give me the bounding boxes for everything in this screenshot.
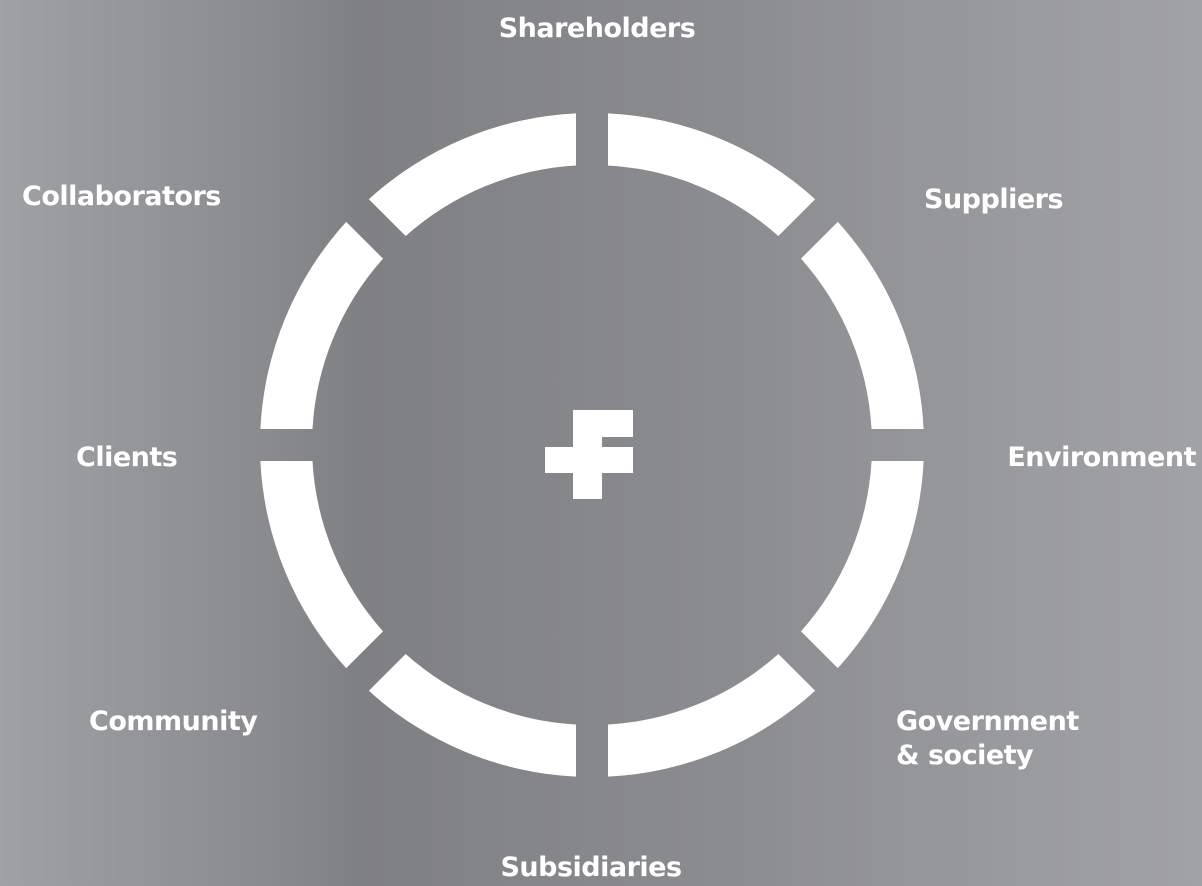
segment-shareholders-suppliers [608, 113, 816, 237]
label-suppliers: Suppliers [924, 184, 1064, 215]
f-logo-icon [545, 410, 633, 499]
label-subsidiaries: Subsidiaries [500, 852, 682, 883]
segment-environment-government [800, 461, 924, 669]
label-community: Community [89, 706, 258, 737]
ring-segments [260, 113, 924, 777]
label-clients: Clients [76, 442, 178, 473]
label-shareholders: Shareholders [498, 13, 696, 44]
segment-collaborators-shareholders [368, 113, 576, 237]
label-environment: Environment [1007, 442, 1196, 473]
label-government-line1: Government [896, 706, 1079, 737]
label-government-line2: & society [896, 739, 1034, 771]
segment-community-clients [260, 461, 384, 669]
segment-government-subsidiaries [608, 653, 816, 777]
label-government-society: Government & society [896, 705, 1079, 773]
segment-suppliers-environment [800, 221, 924, 429]
label-collaborators: Collaborators [22, 181, 221, 212]
segment-subsidiaries-community [368, 653, 576, 777]
segment-clients-collaborators [260, 221, 384, 429]
